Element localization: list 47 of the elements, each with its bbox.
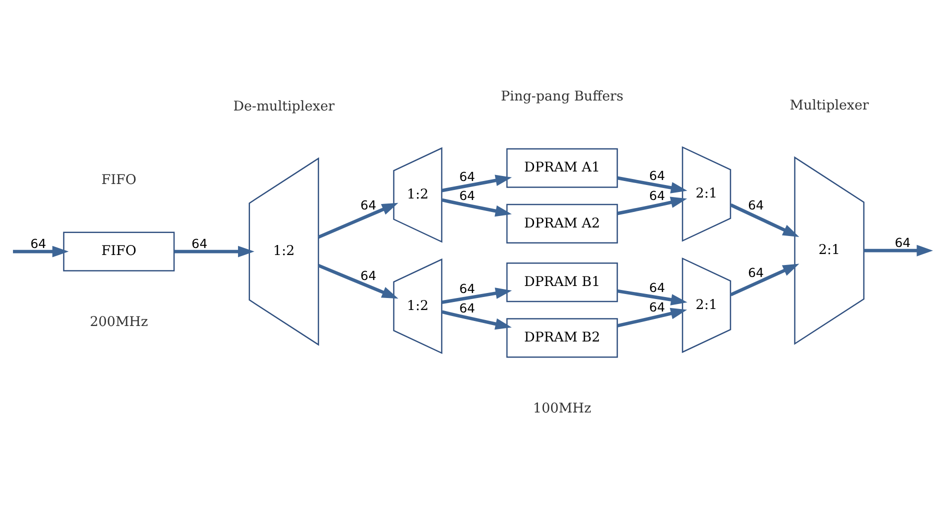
arrow [174, 246, 254, 258]
label: 200MHz [90, 315, 148, 330]
label: 100MHz [533, 401, 592, 416]
arrow [617, 289, 688, 306]
node-box: DPRAM B1 [506, 262, 618, 302]
edge-label: 64 [30, 236, 46, 252]
arrow [864, 244, 933, 256]
edge-label: 64 [748, 264, 764, 280]
edge-label: 64 [459, 168, 476, 184]
node-box: 1:2 [393, 258, 442, 354]
edge-label: 64 [649, 299, 666, 314]
edge-label: 64 [360, 198, 376, 213]
node-box: 2:1 [682, 146, 732, 242]
node-box: 2:1 [682, 257, 732, 354]
arrow [442, 310, 512, 330]
arrow [442, 288, 512, 304]
edge-label: 64 [192, 236, 208, 252]
arrow [617, 176, 688, 194]
node-box: DPRAM A1 [506, 148, 618, 188]
edge-label: 64 [360, 268, 376, 283]
label: Multiplexer [790, 98, 869, 114]
node-box: DPRAM A2 [506, 204, 618, 244]
arrow [442, 198, 512, 217]
edge-label: 64 [649, 188, 666, 204]
edge-label: 64 [459, 281, 476, 296]
arrow [730, 264, 800, 296]
label: De-multiplexer [233, 99, 335, 114]
arrow [12, 246, 69, 258]
edge-label: 64 [459, 188, 476, 204]
node-box: FIFO [63, 232, 175, 272]
edge-label: 64 [649, 280, 666, 296]
arrow [730, 203, 800, 237]
arrow [617, 196, 688, 216]
label: FIFO [101, 173, 136, 188]
edge-label: 64 [894, 235, 911, 250]
arrow [318, 202, 398, 239]
edge-label: 64 [748, 198, 764, 213]
node-box: DPRAM B2 [506, 318, 618, 358]
label: Ping-pang Buffers [500, 90, 624, 105]
node-box: 1:2 [248, 157, 320, 346]
arrow [318, 264, 398, 299]
arrow [442, 174, 512, 192]
edge-label: 64 [459, 300, 476, 316]
arrow [617, 308, 688, 328]
node-box: 1:2 [393, 147, 442, 243]
node-box: 2:1 [794, 156, 864, 345]
edge-label: 64 [649, 168, 666, 183]
